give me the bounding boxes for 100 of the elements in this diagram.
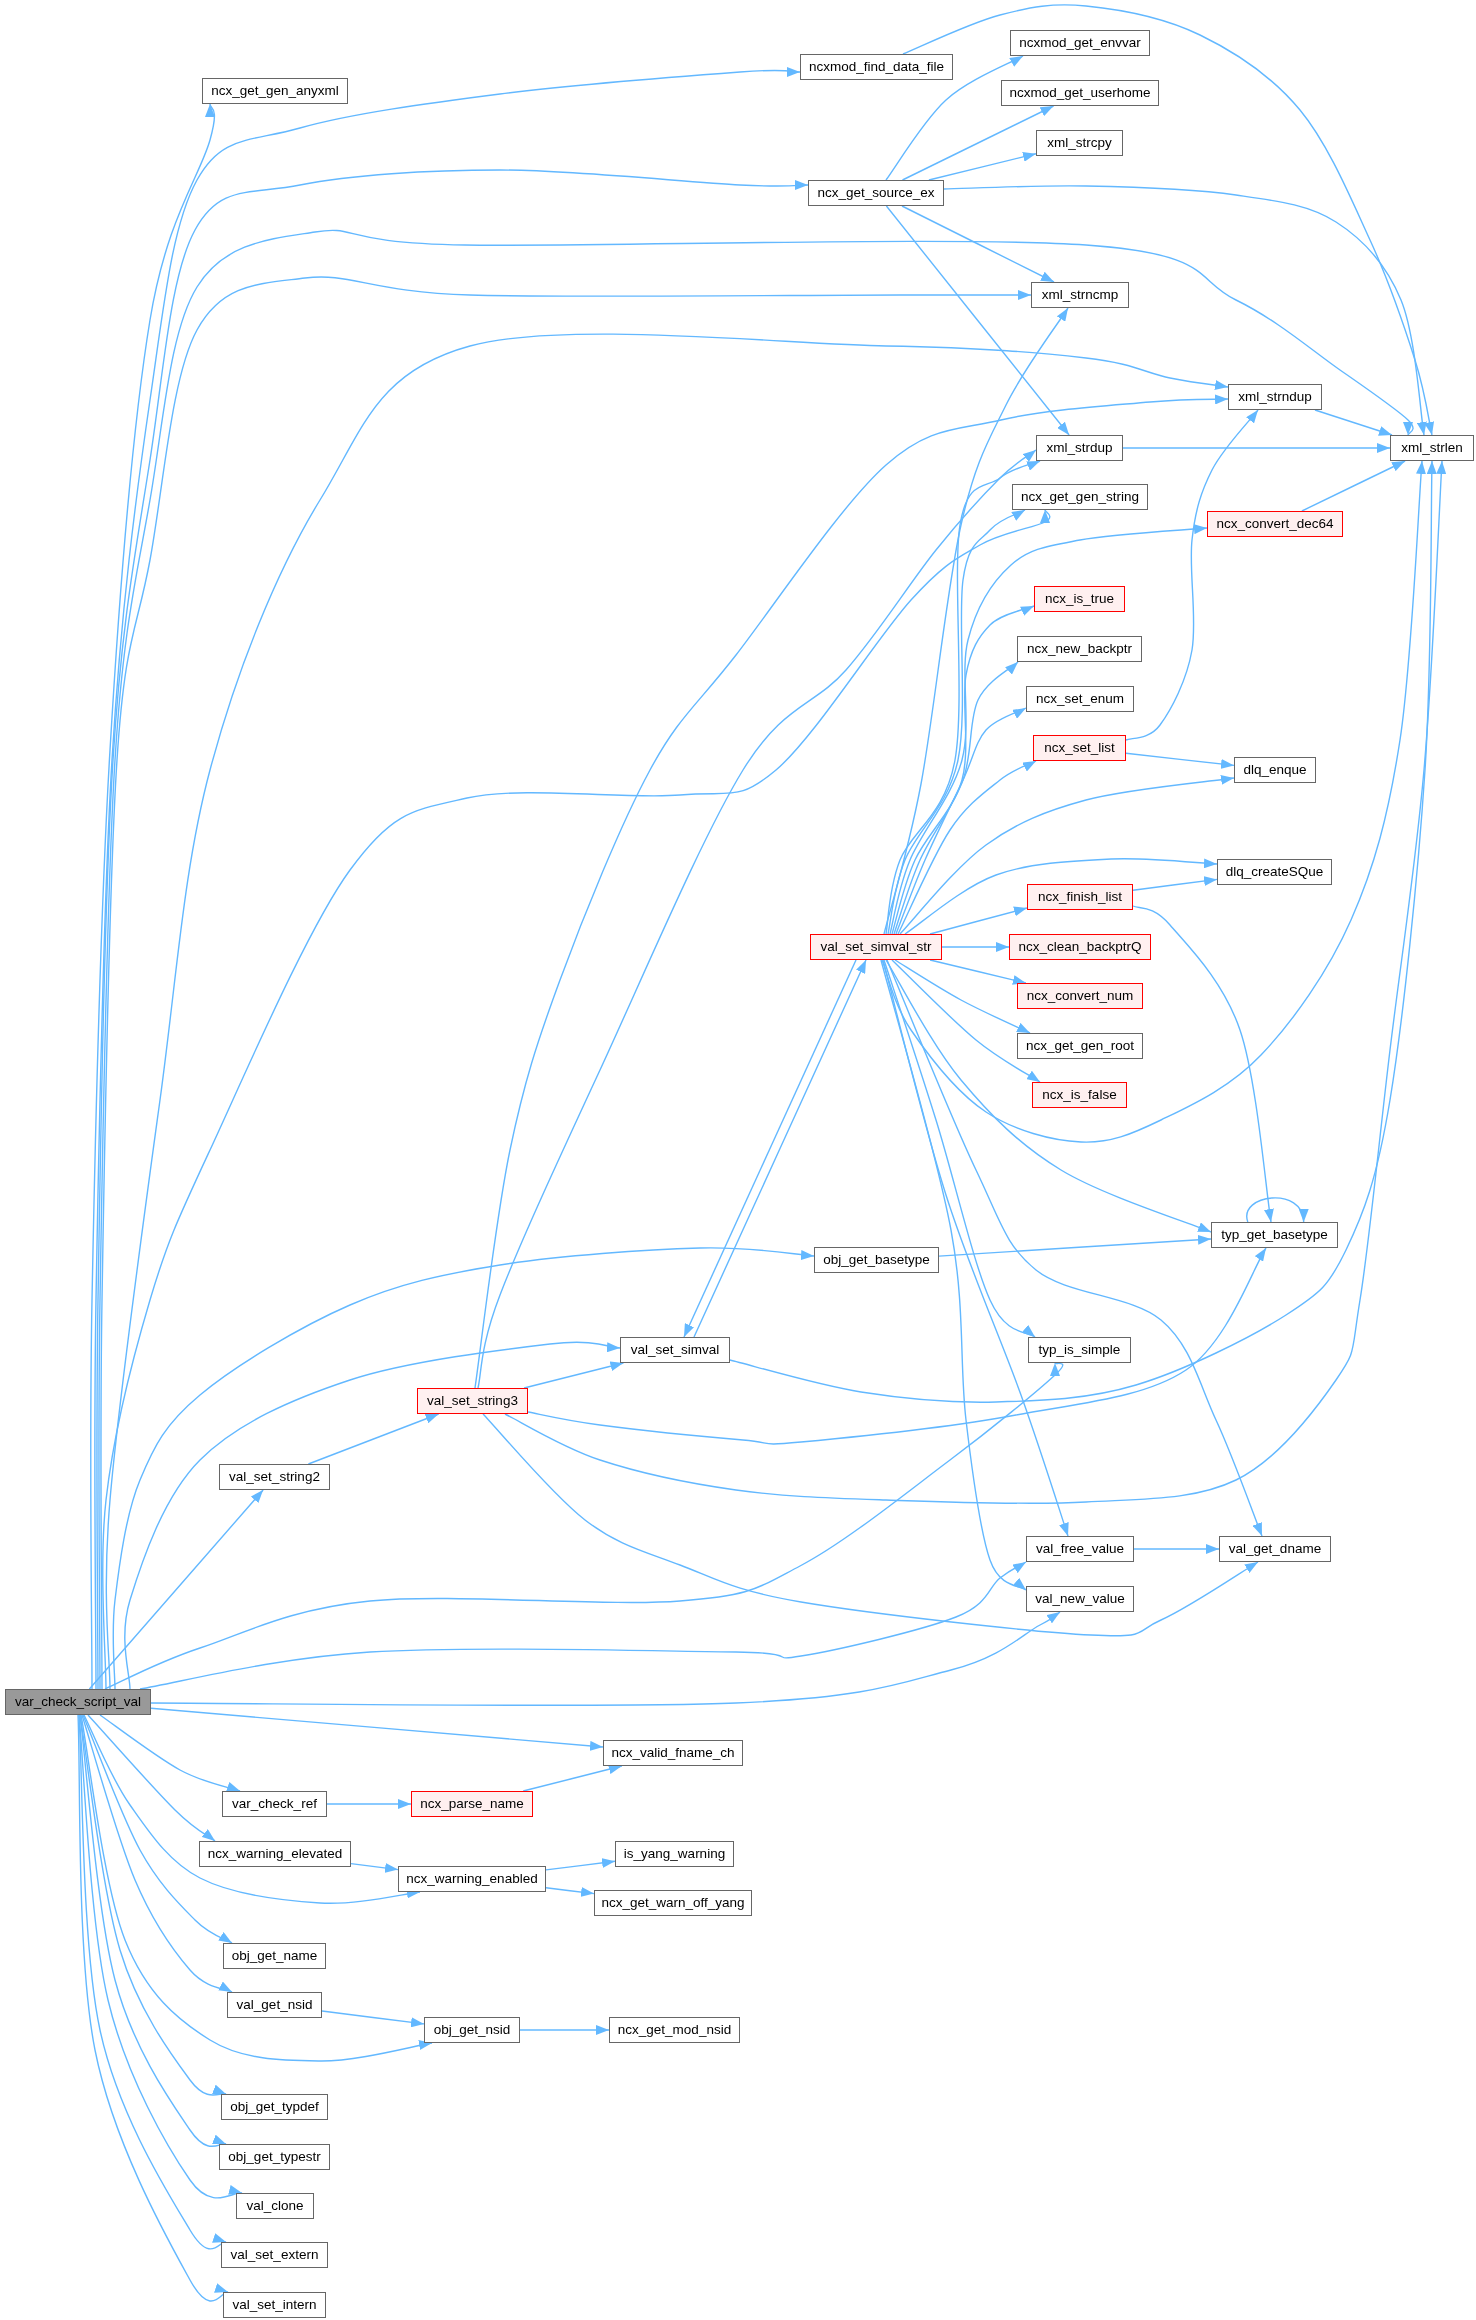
call-arrow (880, 959, 1027, 1591)
call-arrow (307, 1413, 440, 1465)
call-arrow (545, 1887, 595, 1897)
call-arrow (81, 1714, 233, 1993)
call-arrow (889, 524, 1208, 935)
call-arrow (1301, 460, 1406, 512)
call-arrow (87, 1714, 216, 1842)
function-box: ncx_valid_fname_ch (603, 1740, 743, 1766)
function-box: typ_get_basetype (1211, 1222, 1338, 1248)
function-box: val_new_value (1026, 1586, 1134, 1612)
call-arrow (527, 1247, 1267, 1445)
call-arrow (88, 1489, 264, 1690)
function-box: ncx_parse_name (411, 1791, 533, 1817)
function-box: obj_get_basetype (814, 1247, 939, 1273)
function-box: obj_get_nsid (424, 2017, 520, 2043)
call-arrow (885, 959, 1212, 1233)
function-box: val_set_simval (620, 1337, 730, 1363)
function-box: obj_get_typdef (221, 2094, 328, 2120)
call-arrow (885, 205, 1070, 436)
function-box: ncx_is_false (1032, 1082, 1127, 1108)
function-box: dlq_enque (1234, 757, 1316, 783)
call-arrow (901, 105, 1055, 181)
function-box: ncx_is_true (1034, 586, 1125, 612)
function-box: ncxmod_get_envvar (1010, 30, 1150, 56)
call-arrow (504, 460, 1447, 1505)
function-box: val_get_nsid (227, 1992, 322, 2018)
call-arrow (941, 942, 1010, 952)
function-box: typ_is_simple (1028, 1337, 1131, 1363)
function-box: ncx_set_enum (1026, 686, 1134, 712)
call-arrow (100, 276, 1032, 1690)
call-arrow (1125, 752, 1235, 769)
call-arrow (1125, 409, 1259, 741)
function-box: ncxmod_get_userhome (1001, 80, 1159, 106)
call-arrow (901, 205, 1055, 283)
function-box: xml_strdup (1036, 435, 1123, 461)
function-box: xml_strlen (1390, 435, 1474, 461)
call-arrow (929, 959, 1027, 985)
call-arrow (887, 509, 1026, 935)
call-arrow (150, 1611, 1061, 1707)
call-arrow (929, 906, 1028, 935)
function-box: ncx_get_gen_root (1017, 1033, 1143, 1059)
function-box: ncx_convert_dec64 (1207, 511, 1343, 537)
call-arrow (902, 4, 1435, 436)
call-arrow (321, 2010, 425, 2028)
function-box: ncx_get_gen_string (1012, 484, 1148, 510)
call-arrow (482, 1413, 1259, 1637)
function-box: xml_strcpy (1036, 130, 1123, 156)
function-box: ncx_convert_num (1017, 983, 1143, 1009)
call-arrow (882, 959, 1069, 1537)
call-arrow (545, 1858, 616, 1871)
call-arrow (895, 707, 1027, 935)
call-arrow (894, 959, 1031, 1034)
call-arrow (1133, 1544, 1220, 1554)
call-arrow (899, 774, 1235, 935)
call-arrow (139, 1561, 1027, 1690)
function-box: ncx_clean_backptrQ (1009, 934, 1151, 960)
call-arrow (904, 858, 1218, 935)
call-arrow (82, 1714, 233, 1944)
call-arrow (350, 1862, 399, 1873)
call-arrow (883, 959, 1036, 1338)
call-arrow (891, 959, 1041, 1083)
function-box: ncx_finish_list (1027, 884, 1133, 910)
call-arrow (99, 1714, 241, 1792)
call-arrow (1132, 876, 1218, 891)
call-arrow (519, 2025, 610, 2035)
function-box: ncx_get_warn_off_yang (594, 1890, 752, 1916)
call-arrow (1132, 905, 1275, 1223)
function-box: ncx_get_mod_nsid (609, 2017, 740, 2043)
call-arrow (938, 1234, 1212, 1257)
call-arrow (124, 1341, 621, 1690)
function-box: ncx_get_gen_anyxml (202, 78, 348, 104)
call-arrow (105, 333, 1229, 1690)
call-arrow (729, 460, 1437, 1403)
call-arrow (150, 1707, 604, 1751)
call-arrow (893, 661, 1019, 935)
function-box: ncx_warning_elevated (199, 1841, 351, 1867)
function-box: xml_strndup (1228, 384, 1322, 410)
function-box: ncx_warning_enabled (398, 1866, 546, 1892)
function-box: ncxmod_find_data_file (800, 54, 953, 80)
call-arrow (1314, 409, 1393, 436)
call-arrow (1246, 1197, 1307, 1223)
call-arrow (326, 1799, 412, 1809)
function-box: var_check_script_val (5, 1689, 151, 1715)
function-box: obj_get_typestr (219, 2144, 330, 2170)
call-arrow (523, 1361, 625, 1389)
call-arrow (83, 1714, 421, 1904)
function-box: val_set_simval_str (810, 934, 942, 960)
function-box: val_set_string3 (417, 1388, 528, 1414)
call-arrow (112, 1247, 815, 1690)
function-box: val_set_string2 (219, 1464, 330, 1490)
call-arrow (80, 1714, 433, 2062)
function-box: ncx_new_backptr (1017, 636, 1142, 662)
call-arrow (897, 760, 1037, 935)
function-box: obj_get_name (223, 1943, 326, 1969)
function-box: var_check_ref (222, 1791, 327, 1817)
function-box: val_get_dname (1219, 1536, 1331, 1562)
call-arrow (928, 151, 1037, 181)
call-arrow (89, 103, 217, 1690)
function-box: val_set_intern (223, 2292, 326, 2318)
call-arrow (477, 449, 1037, 1389)
